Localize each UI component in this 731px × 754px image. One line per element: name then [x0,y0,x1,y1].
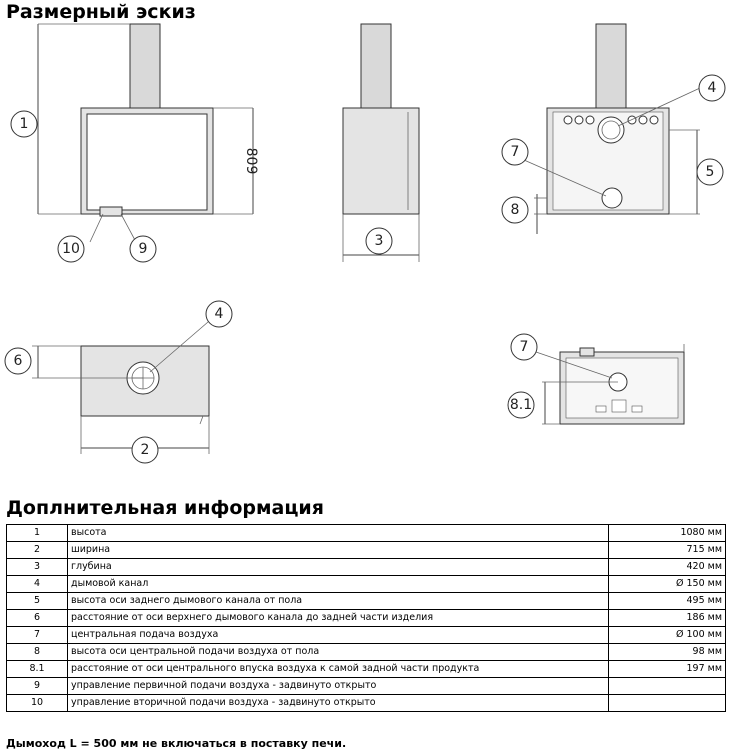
side-chimney [360,23,392,109]
front-view: 809 [37,23,259,243]
svg-text:8: 8 [511,202,520,218]
row-description: дымовой канал [67,575,609,593]
chimney-footnote: Дымоход L = 500 мм не включаться в поста… [6,737,347,750]
svg-text:10: 10 [62,241,80,257]
row-number: 8.1 [6,660,68,678]
svg-text:2: 2 [141,442,150,458]
side-view [342,23,420,262]
callout-8: 8 [501,196,529,224]
side-body [342,107,420,215]
svg-text:5: 5 [706,164,715,180]
front-glass [86,113,208,211]
row-number: 9 [6,677,68,695]
row-value: 495 мм [608,592,726,610]
callout-5: 5 [696,158,724,186]
row-value: 197 мм [608,660,726,678]
row-description: глубина [67,558,609,576]
svg-text:7: 7 [520,339,529,355]
callout-1: 1 [10,110,38,138]
callout-2: 2 [131,436,159,464]
row-number: 6 [6,609,68,627]
row-value: 715 мм [608,541,726,559]
row-description: высота [67,524,609,542]
row-number: 10 [6,694,68,712]
callout-4-rear: 4 [698,74,726,102]
svg-text:7: 7 [511,144,520,160]
callout-10: 10 [57,235,85,263]
svg-text:1: 1 [20,116,29,132]
row-value [608,677,726,695]
row-number: 5 [6,592,68,610]
air-control-handles [99,206,123,217]
svg-text:4: 4 [215,306,224,322]
height-dimension-label: 809 [243,148,259,175]
top-view [32,321,210,454]
callout-3: 3 [365,227,393,255]
rear-air-inlet [601,187,623,209]
front-chimney [129,23,161,109]
sketch-title: Размерный эскиз [6,1,196,23]
callout-9: 9 [129,235,157,263]
row-value [608,694,726,712]
row-number: 1 [6,524,68,542]
callout-8-1: 8.1 [507,391,535,419]
rear-view [523,23,701,234]
row-value: 420 мм [608,558,726,576]
bottom-view [535,344,685,425]
callout-7-rear: 7 [501,138,529,166]
svg-text:4: 4 [708,80,717,96]
svg-text:9: 9 [139,241,148,257]
row-description: управление первичной подачи воздуха - за… [67,677,609,695]
row-value: 1080 мм [608,524,726,542]
dimension-drawing: 809 [4,23,726,464]
rear-chimney [595,23,627,109]
row-description: высота оси центральной подачи воздуха от… [67,643,609,661]
callout-6: 6 [4,347,32,375]
svg-text:6: 6 [14,353,23,369]
svg-text:8.1: 8.1 [510,397,532,413]
row-value: Ø 100 мм [608,626,726,644]
row-number: 8 [6,643,68,661]
callout-7-bottom: 7 [510,333,538,361]
row-value: 186 мм [608,609,726,627]
callout-4-top: 4 [205,300,233,328]
row-description: ширина [67,541,609,559]
svg-text:3: 3 [375,233,384,249]
row-description: управление вторичной подачи воздуха - за… [67,694,609,712]
row-number: 7 [6,626,68,644]
row-description: центральная подача воздуха [67,626,609,644]
row-description: высота оси заднего дымового канала от по… [67,592,609,610]
row-description: расстояние от оси центрального впуска во… [67,660,609,678]
row-value: 98 мм [608,643,726,661]
row-value: Ø 150 мм [608,575,726,593]
row-number: 4 [6,575,68,593]
row-number: 3 [6,558,68,576]
info-title: Доплнительная информация [6,497,324,519]
row-number: 2 [6,541,68,559]
row-description: расстояние от оси верхнего дымового кана… [67,609,609,627]
